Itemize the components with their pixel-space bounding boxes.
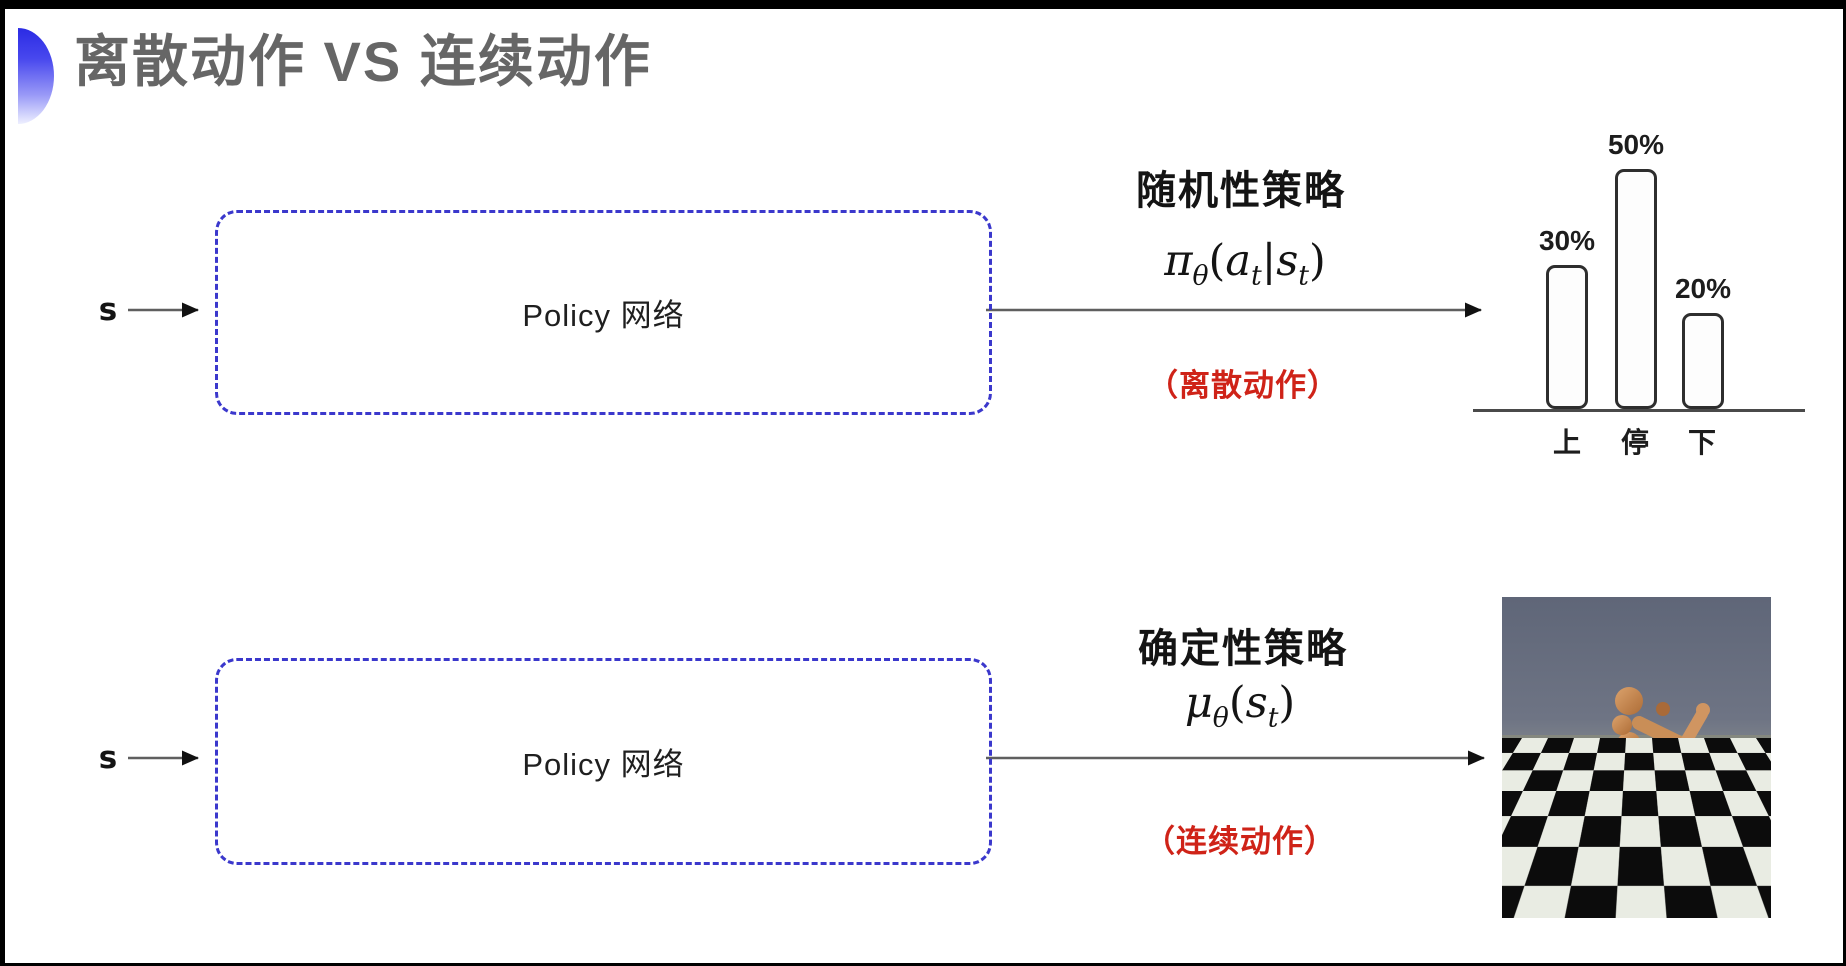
bar-value-label: 50% bbox=[1607, 129, 1665, 160]
title-bullet-shape bbox=[18, 28, 54, 124]
category-label-down: 下 bbox=[1687, 427, 1717, 458]
action-probability-chart: 30% 50% 20% 上 停 下 bbox=[1473, 95, 1805, 458]
humanoid-simulation-image bbox=[1502, 597, 1771, 918]
deterministic-policy-formula: μθ(st) bbox=[1184, 678, 1296, 734]
bar-value-label: 20% bbox=[1674, 273, 1732, 304]
bar-value-label: 30% bbox=[1538, 225, 1596, 256]
policy-network-box-top: Policy 网络 bbox=[215, 210, 992, 415]
category-label-up: 上 bbox=[1552, 427, 1582, 458]
category-label-stop: 停 bbox=[1620, 427, 1650, 458]
continuous-action-note: （连续动作） bbox=[1144, 824, 1336, 859]
bar-group: 30% bbox=[1539, 225, 1595, 409]
stochastic-policy-title: 随机性策略 bbox=[1136, 169, 1346, 213]
stochastic-policy-formula: πθ(at|st) bbox=[1164, 236, 1326, 292]
chart-bar bbox=[1615, 169, 1657, 409]
policy-network-box-bottom: Policy 网络 bbox=[215, 658, 992, 865]
discrete-action-note: （离散动作） bbox=[1147, 368, 1339, 403]
state-input-label-bottom: s bbox=[98, 740, 118, 776]
policy-network-label-bottom: Policy 网络 bbox=[522, 747, 685, 782]
bar-group: 50% bbox=[1608, 129, 1664, 409]
deterministic-policy-title: 确定性策略 bbox=[1138, 627, 1348, 671]
policy-network-label-top: Policy 网络 bbox=[522, 298, 685, 333]
chart-bar bbox=[1546, 265, 1588, 409]
state-input-label-top: s bbox=[98, 292, 118, 328]
chart-bar bbox=[1682, 313, 1724, 409]
page-title: 离散动作 VS 连续动作 bbox=[74, 30, 652, 93]
bar-group: 20% bbox=[1675, 273, 1731, 409]
humanoid-robot-figure bbox=[1599, 687, 1710, 895]
